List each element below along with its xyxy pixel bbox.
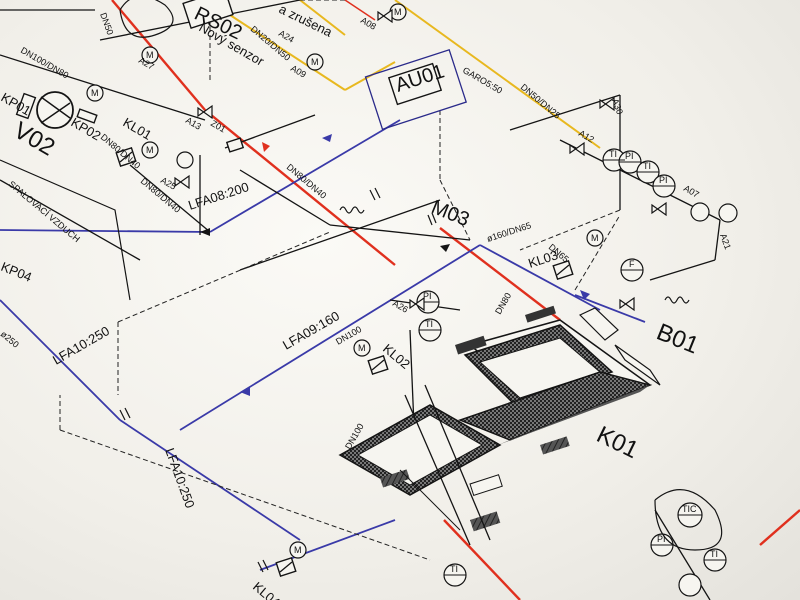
label-m-8: M xyxy=(394,7,402,17)
label-pi-2: PI xyxy=(659,175,668,185)
boiler-k01 xyxy=(338,305,661,546)
combustion-air-box xyxy=(0,9,131,301)
label-a09: A09 xyxy=(289,63,308,80)
label-dn50-dn25: DN50/DN25 xyxy=(519,82,563,121)
smoke-shapes xyxy=(119,0,723,551)
rs02-box xyxy=(182,0,234,30)
label-dn160-dn65: ø160/DN65 xyxy=(486,220,533,244)
label-a07: A07 xyxy=(682,183,701,200)
label-m-6: M xyxy=(591,233,599,243)
flow-arrows xyxy=(200,134,590,396)
label-pi-4: PI xyxy=(657,534,666,544)
label-pi-1: PI xyxy=(625,151,634,161)
flanges xyxy=(119,187,437,573)
red-thin-line xyxy=(344,0,376,21)
label-m-2: M xyxy=(146,145,154,155)
black-process-lines xyxy=(0,0,721,600)
blue-return-line xyxy=(0,119,646,571)
label-m03: M03 xyxy=(428,196,472,231)
instrument-bars xyxy=(417,159,726,576)
dashed-signal-lines xyxy=(59,0,621,561)
label-lfa08: LFA08:200 xyxy=(186,179,250,213)
label-lfa10b: LFA10:250 xyxy=(162,446,198,510)
label-m-3: M xyxy=(311,57,319,67)
label-a30: A30 xyxy=(610,97,625,115)
label-dn50: DN50 xyxy=(98,11,115,36)
label-ti-4: TI xyxy=(450,564,458,574)
label-dn100-dn80: DN100/DN80 xyxy=(19,45,70,80)
label-ti-1: TI xyxy=(609,149,617,159)
label-a08: A08 xyxy=(359,15,378,32)
label-f-1: F xyxy=(629,259,635,269)
label-garo: GARO5:50 xyxy=(461,65,504,96)
label-lfa09: LFA09:160 xyxy=(280,308,342,352)
au01-box xyxy=(364,48,468,131)
label-k01: K01 xyxy=(592,421,642,464)
label-ti-2: TI xyxy=(643,161,651,171)
label-kl01: KL01 xyxy=(121,115,155,143)
compensators xyxy=(339,206,690,304)
yellow-line xyxy=(229,0,601,149)
label-ti-5: TI xyxy=(710,549,718,559)
label-spalovaci: SPALOVACÍ VZDUCH xyxy=(7,179,82,244)
label-a13: A13 xyxy=(184,115,203,132)
label-dn80: DN80 xyxy=(493,291,513,316)
label-pi-3: PI xyxy=(423,291,432,301)
label-lfa10a: LFA10:250 xyxy=(50,323,112,367)
pump-v02 xyxy=(15,91,98,129)
label-m-5: M xyxy=(294,545,302,555)
label-kp04: KP04 xyxy=(0,259,34,285)
label-a21: A21 xyxy=(718,232,733,250)
label-fi250: ø250 xyxy=(0,329,21,350)
label-b01: B01 xyxy=(653,319,703,360)
actuator-marks xyxy=(119,151,570,573)
labels: RS02 a zrušena Nový senzor AU01 V02 KP02… xyxy=(0,1,733,600)
label-z01: Z01 xyxy=(209,118,227,134)
label-m-7: M xyxy=(146,50,154,60)
label-ti-3: TI xyxy=(425,319,433,329)
label-m-1: M xyxy=(91,88,99,98)
label-a26: A26 xyxy=(391,298,410,315)
label-a24: A24 xyxy=(277,28,296,45)
label-m-4: M xyxy=(358,343,366,353)
label-kl04: KL04 xyxy=(250,579,283,600)
label-tic-1: TIC xyxy=(682,504,697,514)
valves xyxy=(174,8,667,312)
